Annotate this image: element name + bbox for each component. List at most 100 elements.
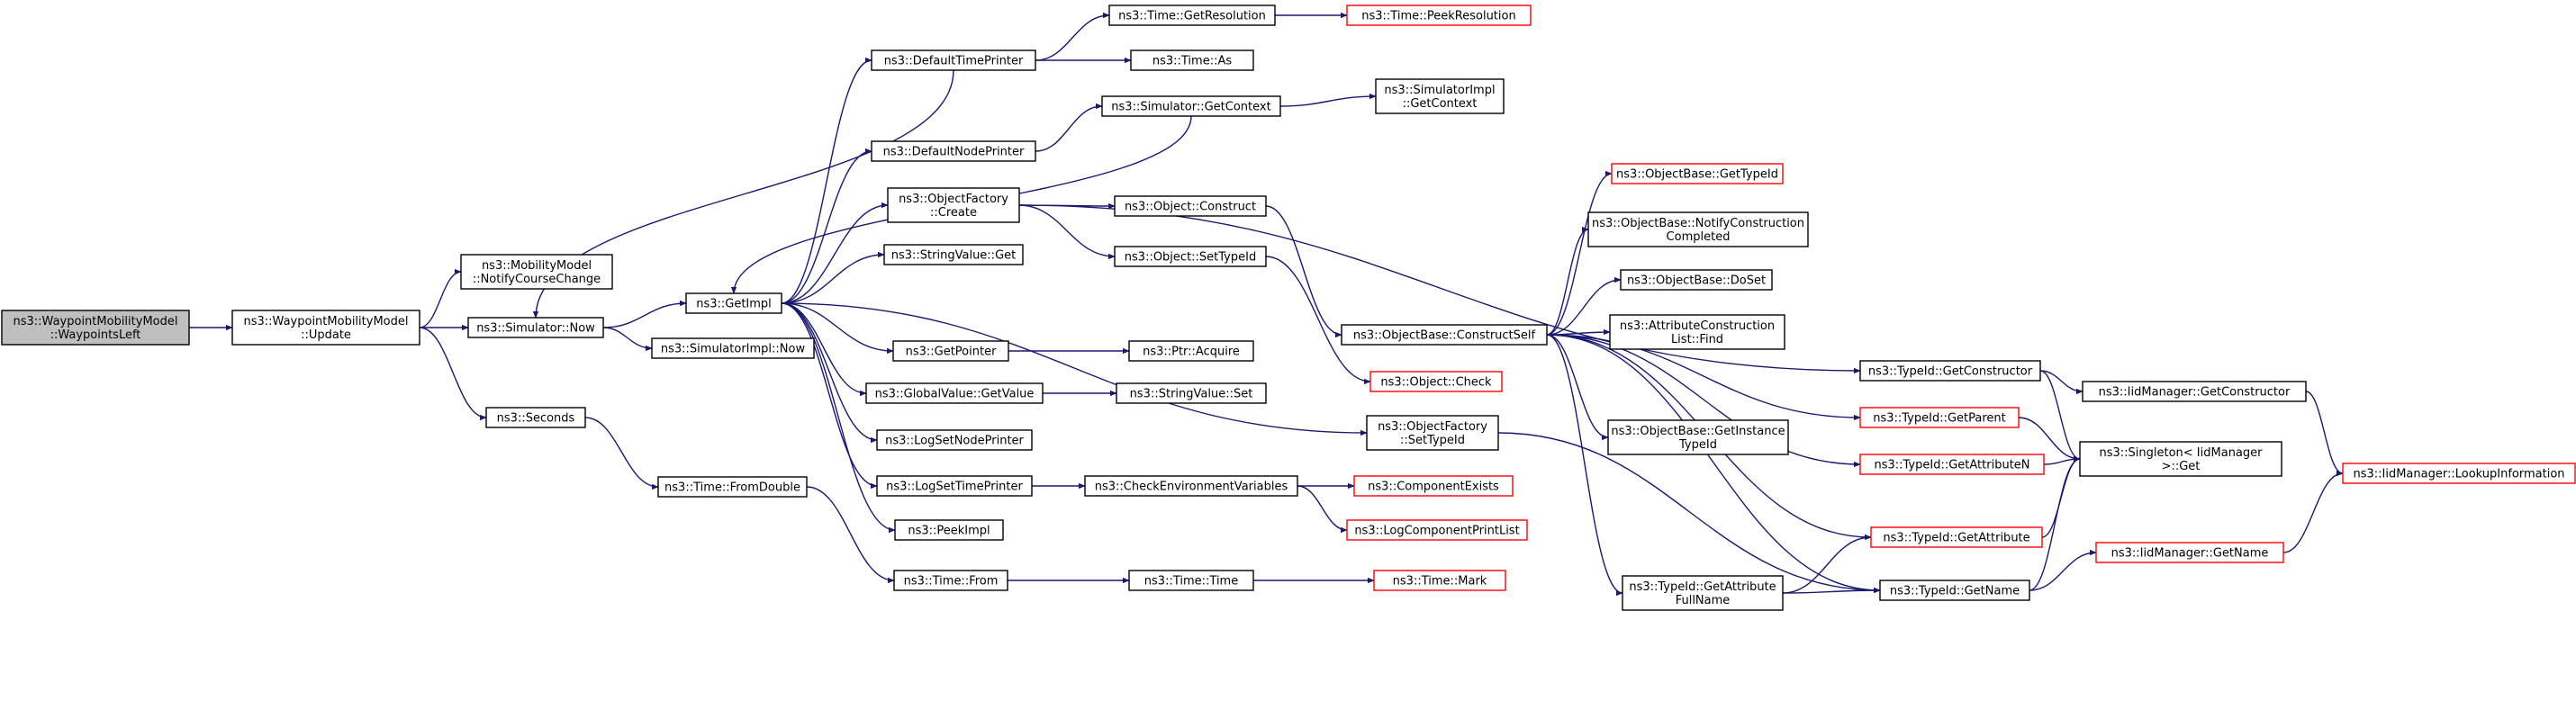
function-node[interactable]: ns3::ObjectBase::DoSet bbox=[1620, 269, 1773, 291]
node-box bbox=[1369, 371, 1503, 392]
function-node[interactable]: ns3::Object::Check bbox=[1369, 371, 1503, 392]
function-node[interactable]: ns3::Seconds bbox=[485, 407, 586, 428]
node-box bbox=[1859, 407, 2020, 428]
function-node[interactable]: ns3::PeekImpl bbox=[894, 519, 1004, 541]
function-node[interactable]: ns3::Time::As bbox=[1130, 49, 1254, 71]
edge-n8-to-n18 bbox=[1035, 12, 1110, 61]
function-node[interactable]: ns3::TypeId::GetAttributeN bbox=[1859, 454, 2045, 475]
function-node[interactable]: ns3::IidManager::LookupInformation bbox=[2342, 463, 2576, 484]
node-box bbox=[1879, 580, 2030, 601]
function-node[interactable]: ns3::ObjectBase::GetTypeId bbox=[1611, 163, 1784, 184]
function-node[interactable]: ns3::IidManager::GetName bbox=[2095, 542, 2284, 563]
function-node[interactable]: ns3::MobilityModel::NotifyCourseChange bbox=[460, 254, 613, 290]
node-box bbox=[467, 317, 604, 338]
node-label: ns3::Simulator::GetContext bbox=[1111, 101, 1270, 114]
node-label: ns3::Singleton< IidManager bbox=[2099, 446, 2263, 460]
function-node[interactable]: ns3::TypeId::GetAttribute bbox=[1870, 526, 2043, 548]
function-node[interactable]: ns3::Simulator::GetContext bbox=[1101, 95, 1281, 117]
function-node[interactable]: ns3::ObjectBase::ConstructSelf bbox=[1341, 324, 1548, 346]
node-label: ns3::LogComponentPrintList bbox=[1354, 525, 1519, 538]
function-node[interactable]: ns3::TypeId::GetName bbox=[1879, 580, 2030, 601]
node-label: Completed bbox=[1667, 230, 1731, 244]
function-node[interactable]: ns3::Time::FromDouble bbox=[657, 476, 808, 498]
function-node[interactable]: ns3::GetImpl bbox=[685, 292, 782, 314]
edge-n5-to-n15 bbox=[781, 302, 878, 490]
function-node[interactable]: ns3::Time::From bbox=[893, 570, 1008, 591]
edge-n25-to-n45 bbox=[1497, 432, 1881, 594]
node-box bbox=[1101, 95, 1281, 117]
edge-n5-to-n14 bbox=[781, 302, 878, 444]
node-label: ns3::Time::PeekResolution bbox=[1361, 10, 1515, 23]
node-label: ns3::GlobalValue::GetValue bbox=[875, 388, 1035, 401]
function-node[interactable]: ns3::SimulatorImpl::Now bbox=[651, 337, 815, 359]
node-box bbox=[1353, 475, 1514, 497]
node-label: ns3::MobilityModel bbox=[482, 259, 592, 273]
function-node[interactable]: ns3::DefaultNodePrinter bbox=[871, 140, 1036, 162]
edge-n5-to-n12 bbox=[781, 302, 894, 355]
node-box bbox=[871, 49, 1036, 71]
function-node[interactable]: ns3::TypeId::GetParent bbox=[1859, 407, 2020, 428]
function-node[interactable]: ns3::ObjectFactory::SetTypeId bbox=[1366, 415, 1499, 451]
edge-n9-to-n20 bbox=[1035, 103, 1103, 152]
node-label: ns3::StringValue::Get bbox=[891, 249, 1016, 263]
node-box bbox=[460, 254, 613, 290]
function-node[interactable]: ns3::Object::Construct bbox=[1114, 195, 1267, 217]
function-node[interactable]: ns3::ObjectFactory::Create bbox=[887, 187, 1020, 223]
node-label: ns3::ObjectBase::GetInstance bbox=[1611, 425, 1785, 438]
function-node[interactable]: ns3::Object::SetTypeId bbox=[1114, 246, 1267, 267]
node-box bbox=[883, 244, 1024, 265]
edge-n7-to-n17 bbox=[806, 486, 895, 584]
function-node[interactable]: ns3::Time::PeekResolution bbox=[1346, 4, 1532, 26]
function-node[interactable]: ns3::Time::Mark bbox=[1373, 570, 1506, 591]
function-node[interactable]: ns3::StringValue::Set bbox=[1116, 382, 1267, 404]
edge-n5-to-n9 bbox=[781, 148, 872, 304]
node-label: ns3::GetImpl bbox=[696, 298, 772, 311]
node-label: ns3::LogSetTimePrinter bbox=[886, 481, 1023, 494]
edge-n5-to-n11 bbox=[781, 251, 885, 304]
edge-n1-to-n2 bbox=[419, 268, 462, 328]
node-box bbox=[1373, 570, 1506, 591]
function-node[interactable]: ns3::StringValue::Get bbox=[883, 244, 1024, 265]
function-node[interactable]: ns3::ObjectBase::NotifyConstructionCompl… bbox=[1587, 211, 1809, 247]
function-node[interactable]: ns3::LogSetNodePrinter bbox=[876, 429, 1033, 451]
edge-n5-to-n16 bbox=[781, 302, 896, 534]
function-node[interactable]: ns3::SimulatorImpl::GetContext bbox=[1375, 78, 1505, 114]
node-label: ns3::WaypointMobilityModel bbox=[244, 315, 409, 328]
node-box bbox=[876, 475, 1033, 497]
node-box bbox=[1346, 519, 1528, 541]
function-node[interactable]: ns3::CheckEnvironmentVariables bbox=[1084, 475, 1298, 497]
edge-n21-to-n30 bbox=[1265, 205, 1342, 338]
function-node[interactable]: ns3::ComponentExists bbox=[1353, 475, 1514, 497]
node-label: ns3::IidManager::GetName bbox=[2111, 547, 2269, 561]
node-box bbox=[894, 519, 1004, 541]
function-node[interactable]: ns3::Singleton< IidManager>::Get bbox=[2079, 441, 2282, 477]
function-node[interactable]: ns3::GetPointer bbox=[892, 340, 1009, 362]
node-label: ns3::AttributeConstruction bbox=[1620, 319, 1775, 333]
node-label: ns3::TypeId::GetConstructor bbox=[1868, 365, 2033, 379]
edge-n1-to-n4 bbox=[419, 327, 487, 421]
function-node[interactable]: ns3::TypeId::GetConstructor bbox=[1859, 360, 2041, 382]
function-node[interactable]: ns3::WaypointMobilityModel::Update bbox=[231, 310, 420, 346]
node-box bbox=[1611, 163, 1784, 184]
function-node[interactable]: ns3::LogComponentPrintList bbox=[1346, 519, 1528, 541]
function-node[interactable]: ns3::LogSetTimePrinter bbox=[876, 475, 1033, 497]
function-node[interactable]: ns3::Simulator::Now bbox=[467, 317, 604, 338]
node-box bbox=[1870, 526, 2043, 548]
function-node[interactable]: ns3::DefaultTimePrinter bbox=[871, 49, 1036, 71]
function-node[interactable]: ns3::Ptr::Acquire bbox=[1128, 340, 1254, 362]
node-label: ns3::Time::GetResolution bbox=[1118, 10, 1266, 23]
function-node[interactable]: ns3::IidManager::GetConstructor bbox=[2082, 381, 2307, 402]
node-label: ns3::TypeId::GetParent bbox=[1873, 412, 2006, 426]
edge-n48-to-n49 bbox=[2282, 470, 2344, 553]
function-node[interactable]: ns3::GlobalValue::GetValue bbox=[865, 382, 1044, 404]
node-label: ns3::CheckEnvironmentVariables bbox=[1095, 481, 1288, 494]
node-box bbox=[1346, 4, 1532, 26]
node-label: ns3::ObjectBase::DoSet bbox=[1627, 274, 1766, 288]
node-box bbox=[893, 570, 1008, 591]
function-node[interactable]: ns3::Time::Time bbox=[1128, 570, 1254, 591]
function-node[interactable]: ns3::Time::GetResolution bbox=[1108, 4, 1276, 26]
